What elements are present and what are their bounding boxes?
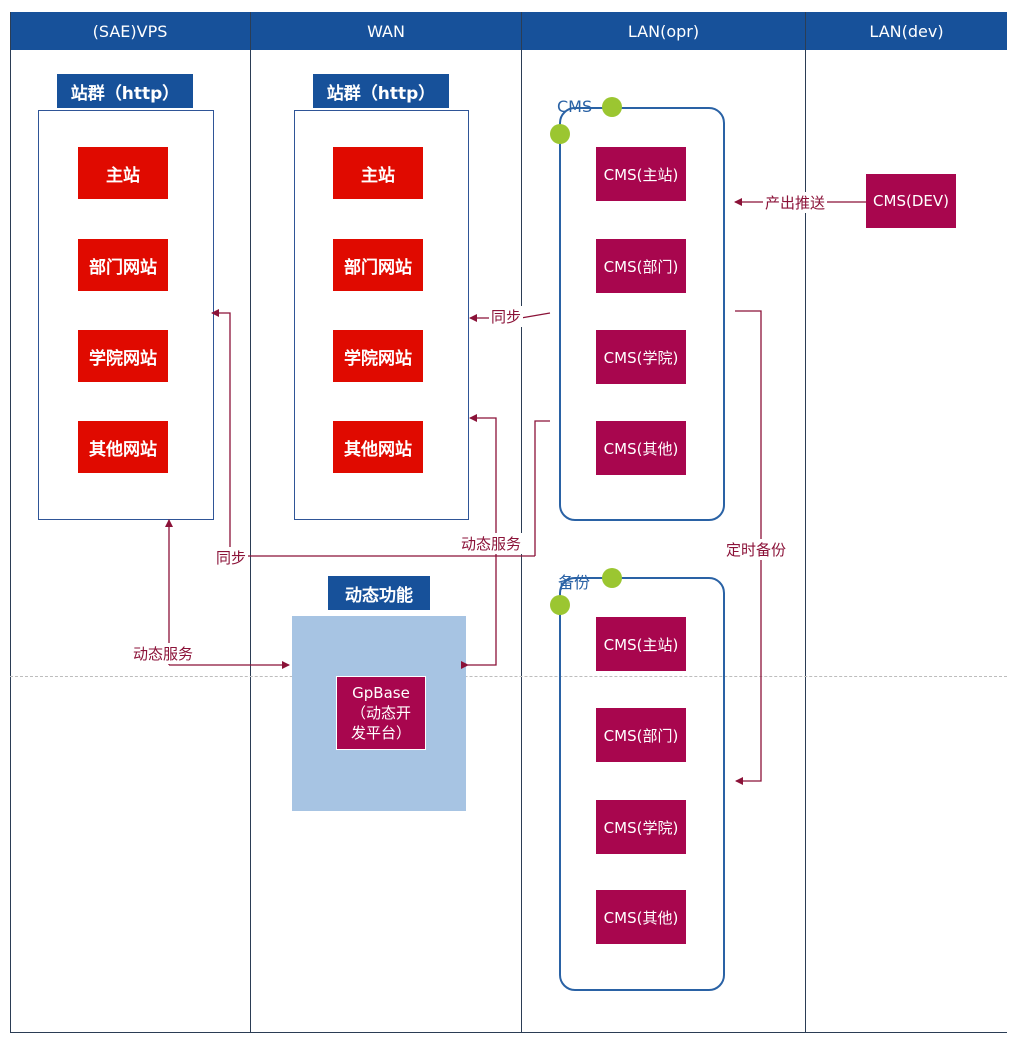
site-other: 其他网站 [78,421,168,473]
cms-dev: CMS(DEV) [866,174,956,228]
site-main: 主站 [78,147,168,199]
site-college: 学院网站 [333,330,423,382]
cms-college: CMS(学院) [596,330,686,384]
dyn-service-vps-label: 动态服务 [131,643,196,664]
connector-dot [550,595,570,615]
push-label: 产出推送 [763,192,828,213]
lane-header-lan-dev: LAN(dev) [806,12,1007,50]
dashed-separator [10,676,1007,677]
backup-main: CMS(主站) [596,617,686,671]
backup-caption: 备份 [558,573,591,592]
sync-wan-label: 同步 [489,306,524,327]
backup-college: CMS(学院) [596,800,686,854]
site-college: 学院网站 [78,330,168,382]
backup-department: CMS(部门) [596,708,686,762]
sync-vps-label: 同步 [214,547,249,568]
lane-header-wan: WAN [251,12,521,50]
dyn-service-wan-arrow [534,420,550,556]
gpbase-platform: GpBase （动态开 发平台） [336,676,426,750]
cms-other: CMS(其他) [596,421,686,475]
gpbase-line1: GpBase [352,684,410,702]
site-other: 其他网站 [333,421,423,473]
cms-main: CMS(主站) [596,147,686,201]
scheduled-backup-label: 定时备份 [724,539,789,560]
connector-dot [550,124,570,144]
site-department: 部门网站 [333,239,423,291]
site-group-wan-title: 站群（http） [313,74,449,108]
connector-dot [602,568,622,588]
lane-border-left [10,12,11,1033]
lane-header-vps: (SAE)VPS [10,12,250,50]
backup-container [559,577,725,991]
dyn-service-wan-label: 动态服务 [459,533,524,554]
lane-divider [250,12,251,1033]
connector-dot [602,97,622,117]
site-department: 部门网站 [78,239,168,291]
lane-divider [805,12,806,1033]
gpbase-line2: （动态开 [350,704,411,722]
site-main: 主站 [333,147,423,199]
dynamic-title: 动态功能 [328,576,430,610]
gpbase-line3: 发平台） [350,724,411,742]
cms-container [559,107,725,521]
site-group-vps-title: 站群（http） [57,74,193,108]
lane-header-lan-opr: LAN(opr) [522,12,805,50]
cms-department: CMS(部门) [596,239,686,293]
sync-vps-arrow [211,309,535,557]
backup-other: CMS(其他) [596,890,686,944]
lane-divider [521,12,522,1033]
lane-border-bottom [10,1032,1007,1033]
cms-caption: CMS [557,97,593,116]
